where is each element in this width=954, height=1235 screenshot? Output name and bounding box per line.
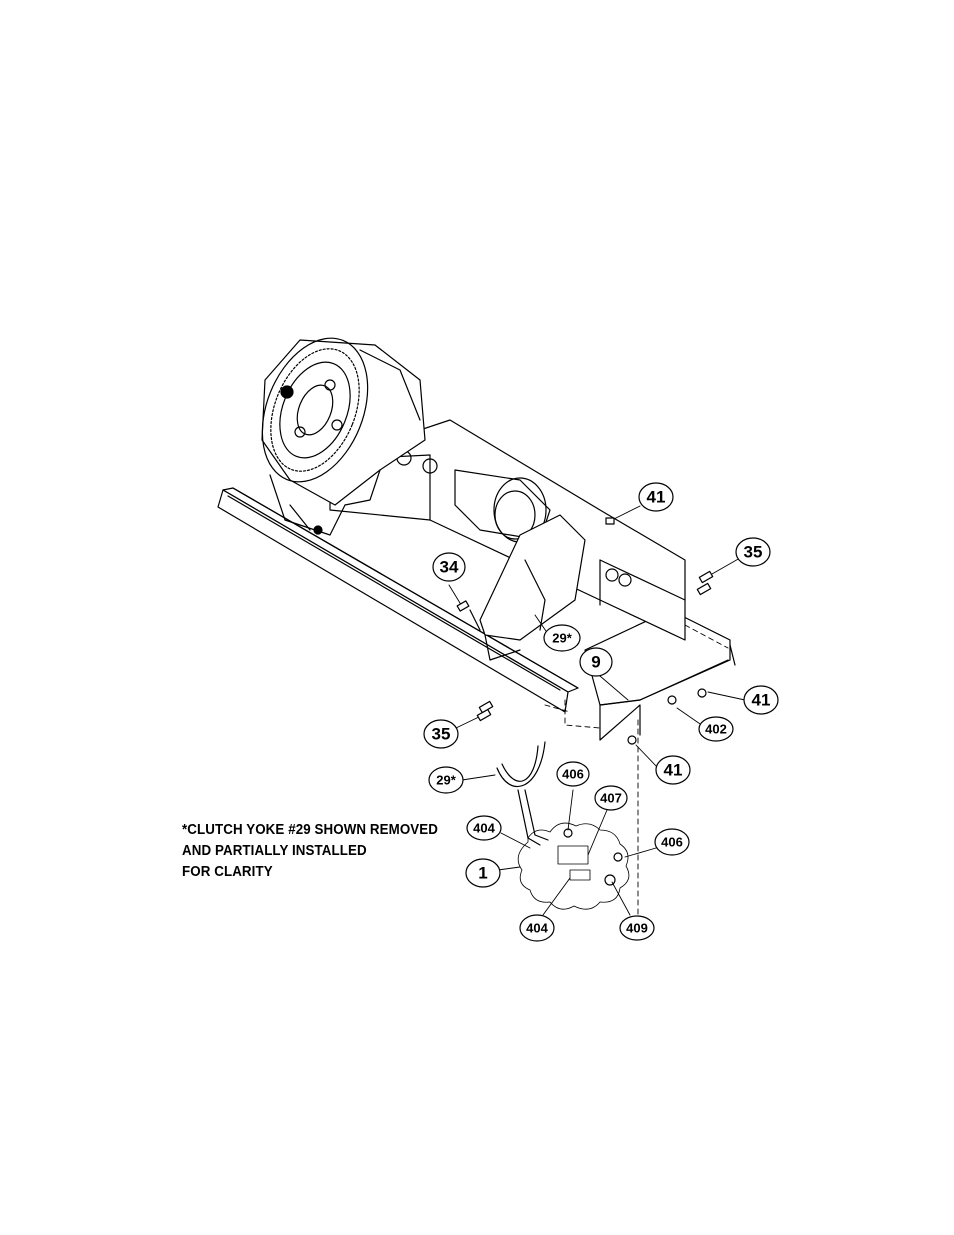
callout-41-top: 41 [647,488,666,507]
callout-34: 34 [440,558,459,577]
note-line-2: AND PARTIALLY INSTALLED [182,843,367,859]
callout-circles [423,482,779,942]
callout-35-left: 35 [432,725,451,744]
callout-9: 9 [591,653,600,672]
fasteners [456,517,714,886]
callout-404-bottom: 404 [526,921,548,936]
callout-404-left: 404 [473,821,495,836]
callout-406-top: 406 [562,767,584,782]
clutch-yoke [496,741,549,846]
clarity-note: *CLUTCH YOKE #29 SHOWN REMOVED AND PARTI… [182,820,438,883]
support-bracket-right [469,514,586,661]
callout-labels: 41 35 34 29* 9 41 402 35 41 29* 406 407 … [432,488,771,936]
note-line-3: FOR CLARITY [182,864,273,880]
support-bracket-left [269,474,346,536]
callout-29-mid: 29* [552,631,572,646]
callout-402: 402 [705,722,727,737]
callout-407: 407 [600,791,622,806]
detail-cloud [517,822,630,910]
callout-406-right: 406 [661,835,683,850]
callout-1: 1 [478,864,487,883]
callout-41-bottom: 41 [664,761,683,780]
callout-35-top: 35 [744,543,763,562]
callout-409: 409 [626,921,648,936]
phantom-outline [544,624,729,931]
callout-41-right: 41 [752,691,771,710]
note-line-1: *CLUTCH YOKE #29 SHOWN REMOVED [182,822,439,838]
callout-29-lower: 29* [436,773,456,788]
gear-housing [261,337,426,506]
